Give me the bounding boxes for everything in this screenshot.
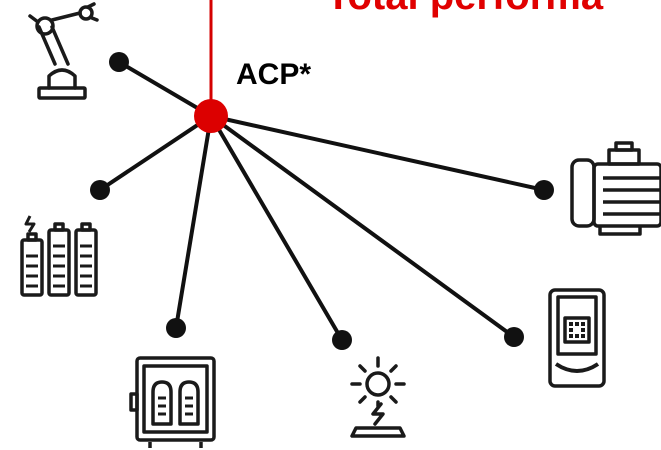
endpoint-motor	[534, 180, 554, 200]
endpoint-solar	[332, 330, 352, 350]
link-solar	[209, 114, 344, 342]
endpoint-battery	[90, 180, 110, 200]
electrical-cabinet-icon	[129, 356, 216, 448]
endpoint-cabinet	[166, 318, 186, 338]
hub-node	[194, 99, 228, 133]
link-cabinet	[174, 114, 213, 330]
electric-motor-icon	[570, 141, 661, 236]
robot-arm-icon	[28, 2, 99, 100]
hub-label: ACP*	[236, 58, 312, 91]
variable-drive-icon	[548, 288, 606, 388]
page-title: Total performa	[326, 0, 603, 16]
endpoint-robot	[109, 52, 129, 72]
link-drive	[209, 114, 516, 339]
link-robot	[117, 60, 213, 118]
link-battery	[98, 114, 213, 192]
battery-bank-icon	[20, 215, 98, 297]
endpoint-drive	[504, 327, 524, 347]
solar-energy-icon	[350, 356, 406, 438]
link-motor	[209, 114, 546, 192]
